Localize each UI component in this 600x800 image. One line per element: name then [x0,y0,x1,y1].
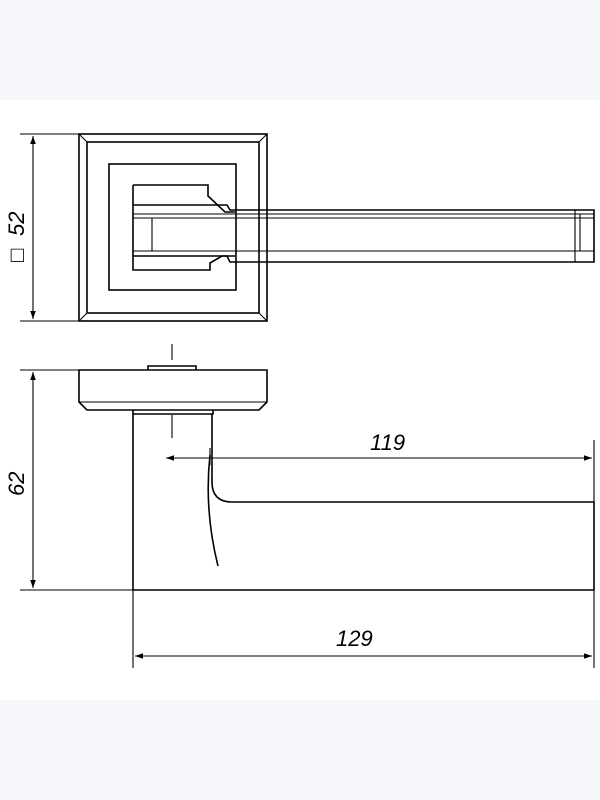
square-symbol: □ [4,249,29,262]
handle-neck [132,184,235,271]
rosette-side [78,369,268,411]
rosette-outer [78,133,268,322]
rosette-bevel [86,141,260,314]
dim-label-119: 119 [370,430,405,455]
dim-label-129: 129 [336,626,373,651]
top-view [20,133,595,322]
lever-top [133,204,595,263]
rosette-recess [108,163,237,291]
side-view [20,344,595,668]
dim-label-52: 52 [4,212,29,236]
dim-label-62: 62 [4,472,29,496]
technical-drawing-area [0,100,600,700]
handle-body [132,414,595,591]
